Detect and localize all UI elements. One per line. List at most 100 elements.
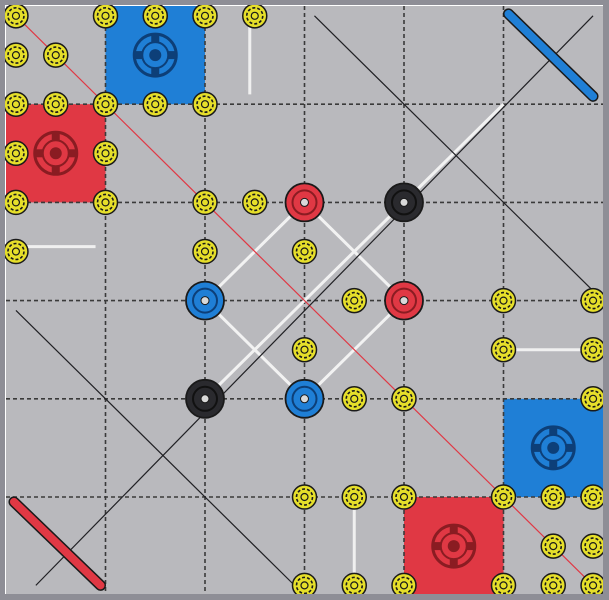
ring-dash <box>395 488 413 506</box>
black-field-line <box>15 309 295 586</box>
ring-center <box>11 50 21 60</box>
ring-center <box>399 492 409 502</box>
platform-foot <box>549 426 558 435</box>
ring-center <box>549 492 558 502</box>
barriers <box>8 8 599 591</box>
ring-dash <box>494 488 513 506</box>
goal-inner-ring <box>391 189 417 216</box>
black-field-line <box>314 15 594 292</box>
goal-hub <box>399 197 409 207</box>
ring-dash <box>295 488 314 506</box>
ring-center <box>101 198 110 207</box>
platform-foot <box>68 149 77 158</box>
ring-center <box>588 581 598 590</box>
platform-foot <box>449 525 458 534</box>
platform-hub <box>149 49 162 62</box>
ring-center <box>51 50 60 60</box>
ring-dash <box>584 291 602 310</box>
ring-center <box>350 296 359 305</box>
ring-center <box>499 492 508 502</box>
ring-center <box>549 541 558 551</box>
goal-hub <box>399 296 409 306</box>
platform-foot <box>549 460 558 469</box>
ring-dash <box>494 291 513 310</box>
ring-dash <box>345 291 364 310</box>
ring-center <box>399 394 409 403</box>
ring-center <box>11 100 21 109</box>
goal-inner-ring <box>291 189 318 216</box>
ring-center <box>11 11 21 20</box>
ring-center <box>588 492 598 502</box>
ring-dash <box>7 193 25 212</box>
ring-center <box>588 394 598 403</box>
ring-dash <box>146 7 165 25</box>
ring-dash <box>494 340 513 359</box>
ring-center <box>200 11 210 20</box>
ring-dash <box>46 95 65 113</box>
ring-dash <box>295 576 314 595</box>
platform-hub <box>49 147 62 160</box>
ring-dash <box>345 488 364 506</box>
ring-dash <box>544 537 563 555</box>
ring-dash <box>395 389 413 408</box>
ring-dash <box>544 488 563 506</box>
ring-dash <box>584 340 602 359</box>
ring-center <box>499 581 508 590</box>
ring-dash <box>196 95 214 113</box>
goal-hub <box>300 197 309 207</box>
ring-center <box>200 100 210 109</box>
ring-dash <box>584 389 602 408</box>
ring-center <box>499 345 508 354</box>
ring-center <box>101 11 110 20</box>
platform-hub <box>547 441 560 454</box>
ring-dash <box>196 193 214 212</box>
ring-center <box>200 198 210 207</box>
ring-center <box>300 247 309 256</box>
ring-center <box>588 296 598 305</box>
ring-dash <box>7 7 25 25</box>
ring-center <box>250 198 259 207</box>
ring-center <box>549 581 558 590</box>
ring-dash <box>196 242 214 261</box>
ring-center <box>350 492 359 502</box>
black-field-line <box>35 15 594 586</box>
goal-inner-ring <box>192 385 218 412</box>
ring-dash <box>584 537 602 555</box>
platform-foot <box>466 542 475 551</box>
ring-dash <box>345 389 364 408</box>
platform-hub <box>447 540 460 553</box>
platform-foot <box>168 51 177 60</box>
ring-center <box>11 247 21 256</box>
ring-dash <box>245 193 264 212</box>
ring-dash <box>395 576 413 595</box>
ring-center <box>588 541 598 551</box>
ring-center <box>300 581 309 590</box>
goal-hub <box>200 394 210 404</box>
ring-center <box>588 345 598 354</box>
ring-dash <box>196 7 214 25</box>
ring-dash <box>584 576 602 595</box>
ring-center <box>151 100 160 109</box>
ring-dash <box>96 193 115 212</box>
ring-dash <box>7 46 25 64</box>
platform-foot <box>34 149 43 158</box>
ring-dash <box>295 242 314 261</box>
ring-dash <box>245 7 264 25</box>
ring-dash <box>96 95 115 113</box>
ring-center <box>200 247 210 256</box>
platform-foot <box>449 559 458 568</box>
ring-dash <box>494 576 513 595</box>
corner-zones <box>6 6 603 596</box>
goal-inner-ring <box>291 385 318 412</box>
ring-dash <box>584 488 602 506</box>
goal-inner-ring <box>391 287 417 314</box>
ring-dash <box>96 7 115 25</box>
ring-center <box>101 100 110 109</box>
platform-foot <box>51 166 60 175</box>
blue-barrier <box>504 9 598 101</box>
ring-center <box>101 149 110 158</box>
ring-dash <box>96 144 115 163</box>
ring-center <box>499 296 508 305</box>
platform-foot <box>134 51 143 60</box>
platform-foot <box>51 132 60 141</box>
